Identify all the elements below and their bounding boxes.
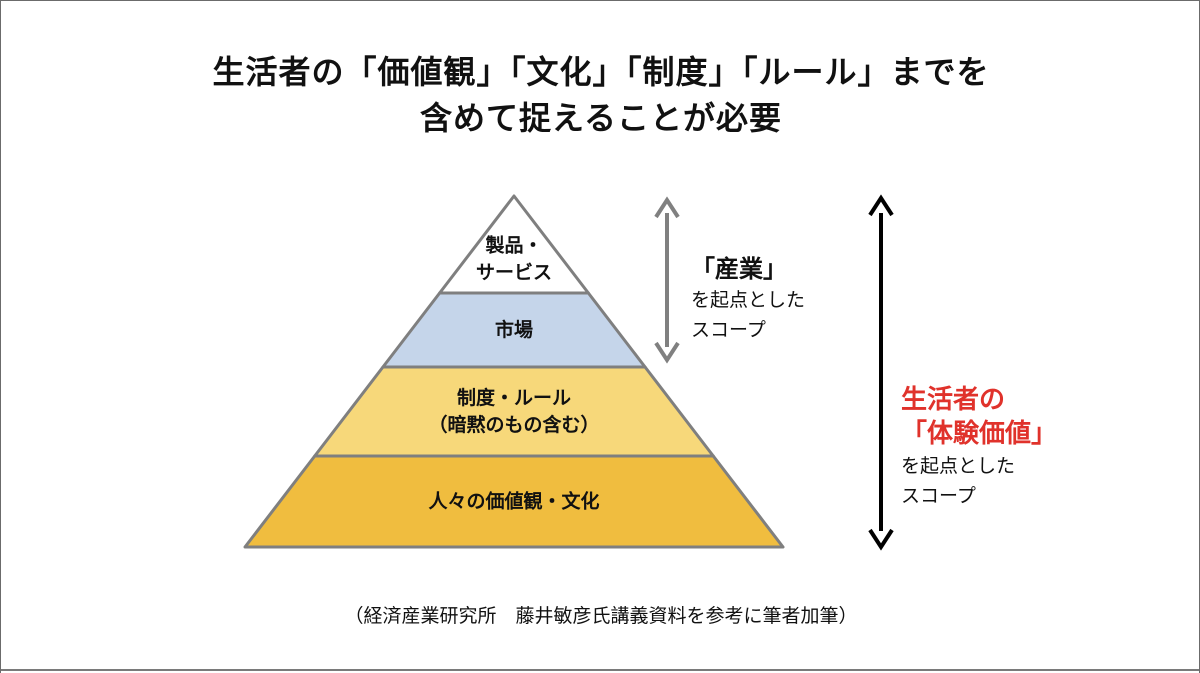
life-scope-arrow-head-top (868, 194, 894, 217)
source-note: （経済産業研究所 藤井敏彦氏講義資料を参考に筆者加筆） (344, 605, 858, 627)
pyramid-tier-label-market-1: 市場 (495, 318, 533, 341)
industry-scope-title: 「産業」 (691, 254, 787, 283)
slide-title-line-1: 生活者の「価値観」「文化」「制度」「ルール」までを (212, 53, 990, 91)
pyramid-tier-label-product-service-2: サービス (476, 262, 552, 284)
slide-title-line-2: 含めて捉えることが必要 (419, 99, 783, 137)
pyramid-tier-label-product-service-1: 製品・ (484, 235, 542, 257)
industry-scope-line-2: を起点とした (691, 289, 806, 311)
pyramid-tier-values-culture (243, 454, 785, 549)
industry-scope-arrow (654, 196, 680, 364)
pyramid-tiers (243, 194, 785, 549)
life-scope-line-4: スコープ (901, 485, 976, 507)
pyramid-tier-label-values-culture-1: 人々の価値観・文化 (428, 490, 599, 513)
life-scope-line-3: を起点とした (901, 455, 1016, 477)
pyramid-tier-label-institution-rule-2: （暗黙のもの含む） (428, 413, 599, 436)
industry-scope-arrow-head-top (654, 196, 680, 219)
life-scope-arrow-head-bottom (868, 528, 894, 551)
industry-scope-note: 「産業」 を起点とした スコープ (691, 253, 805, 345)
slide-title: 生活者の「価値観」「文化」「制度」「ルール」までを 含めて捉えることが必要 (1, 49, 1199, 141)
life-scope-title-line-2: 「体験価値」 (901, 419, 1058, 449)
bottom-border (1, 669, 1199, 671)
pyramid-tier-institution-rule (313, 365, 715, 458)
pyramid-tier-label-institution-rule-1: 制度・ルール (457, 386, 571, 409)
life-scope-title-line-1: 生活者の (901, 385, 1006, 415)
industry-scope-line-3: スコープ (691, 319, 766, 341)
life-scope-note: 生活者の 「体験価値」 を起点とした スコープ (901, 383, 1057, 511)
life-scope-arrow (868, 194, 894, 551)
industry-scope-arrow-head-bottom (654, 341, 680, 364)
